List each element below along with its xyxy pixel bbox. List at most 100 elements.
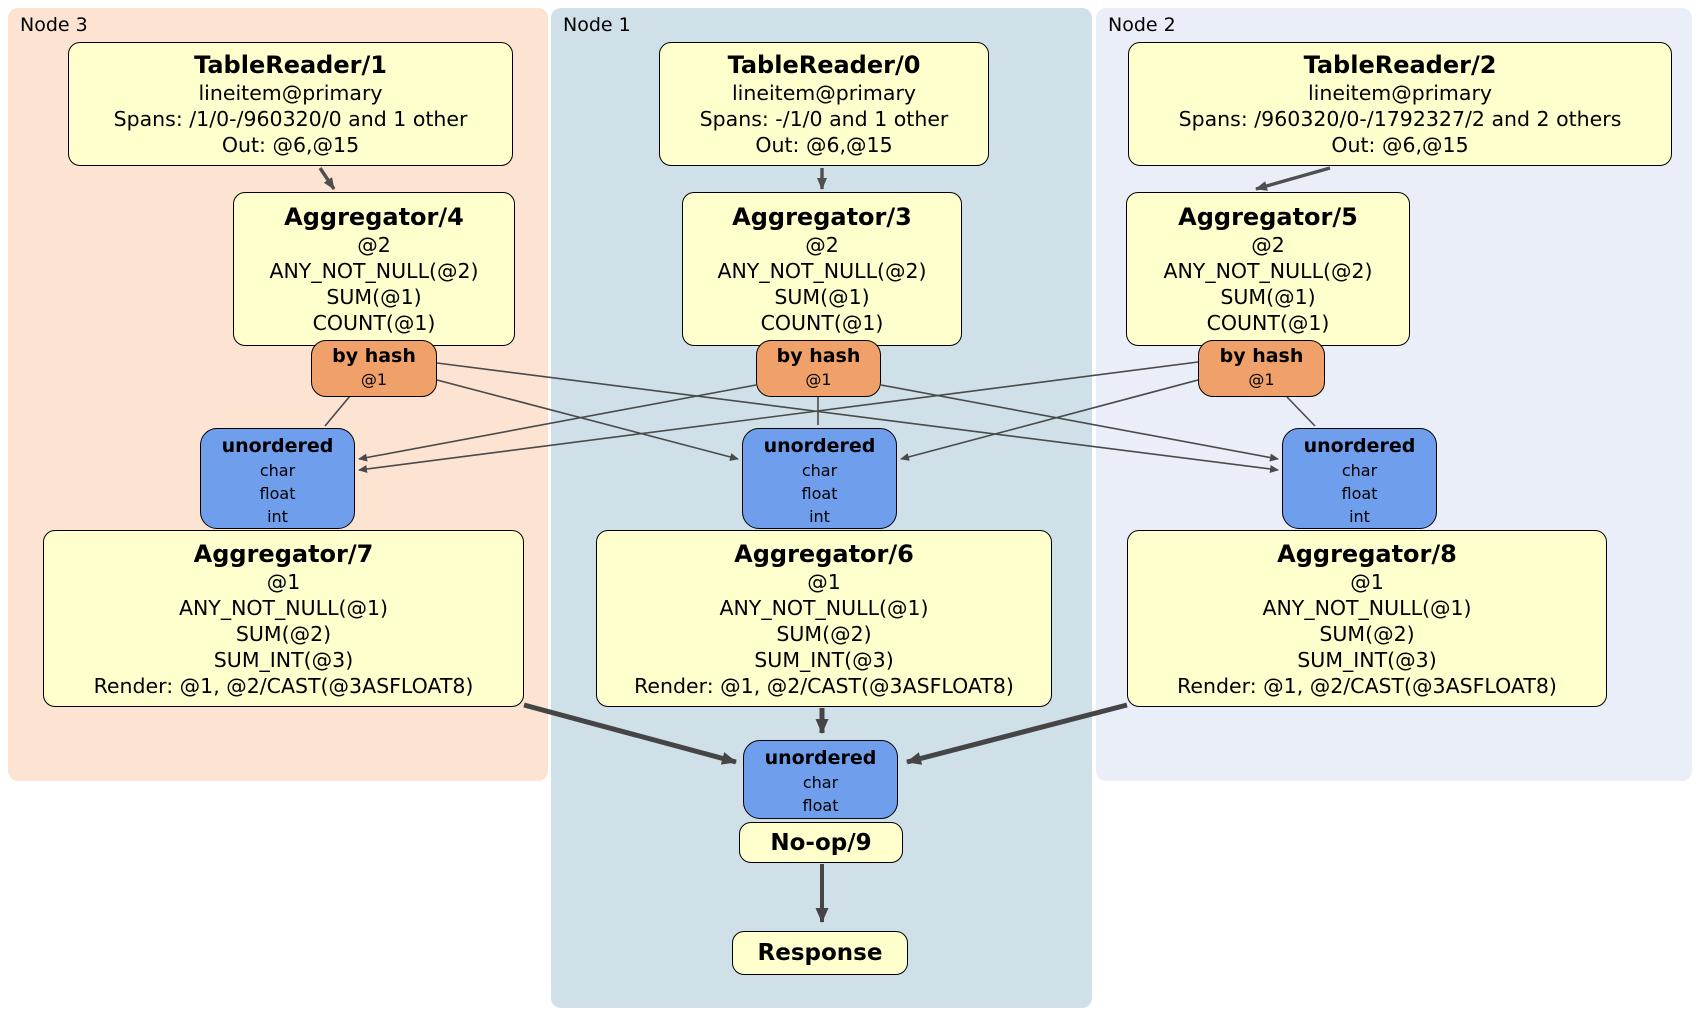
aggregator-3-box: Aggregator/3 @2 ANY_NOT_NULL(@2) SUM(@1)…	[682, 192, 962, 346]
box-title: Aggregator/6	[734, 539, 914, 568]
box-line: @1	[807, 569, 841, 594]
box-line: SUM(@2)	[235, 621, 332, 646]
node3-label: Node 3	[20, 14, 88, 36]
edge-aggregator8-finalsync	[906, 702, 1128, 765]
box-line: Render: @1, @2/CAST(@3ASFLOAT8)	[1177, 673, 1557, 698]
box-line: Spans: -/1/0 and 1 other	[699, 107, 949, 131]
box-title: Aggregator/7	[193, 539, 374, 568]
response-box: Response	[732, 931, 908, 975]
box-title: Aggregator/4	[284, 203, 464, 231]
sync-title: unordered	[764, 747, 877, 769]
node2-label: Node 2	[1108, 14, 1176, 36]
box-line: lineitem@primary	[1307, 81, 1493, 105]
edge-router4-sync6	[436, 379, 739, 461]
edge-router5-sync6	[900, 379, 1199, 461]
box-line: Out: @6,@15	[221, 133, 360, 157]
box-title: No-op/9	[770, 829, 872, 856]
edge-router3-sync8	[880, 384, 1279, 462]
box-line: COUNT(@1)	[1206, 311, 1330, 335]
box-title: Aggregator/8	[1277, 539, 1457, 568]
sync-line: float	[801, 484, 838, 503]
aggregator-8-box: Aggregator/8 @1 ANY_NOT_NULL(@1) SUM(@2)…	[1127, 530, 1607, 707]
box-line: ANY_NOT_NULL(@1)	[1262, 595, 1472, 620]
aggregator-5-box: Aggregator/5 @2 ANY_NOT_NULL(@2) SUM(@1)…	[1126, 192, 1410, 346]
box-line: lineitem@primary	[731, 81, 917, 105]
box-line: ANY_NOT_NULL(@2)	[269, 259, 479, 283]
box-line: lineitem@primary	[198, 81, 383, 105]
box-line: SUM(@1)	[1220, 285, 1316, 309]
box-line: SUM_INT(@3)	[1297, 647, 1437, 672]
edge-router4-sync8	[436, 362, 1279, 473]
tablereader-0-box: TableReader/0 lineitem@primary Spans: -/…	[659, 42, 989, 166]
router-columns: @1	[360, 370, 388, 389]
aggregator-4-box: Aggregator/4 @2 ANY_NOT_NULL(@2) SUM(@1)…	[233, 192, 515, 346]
noop-9-box: No-op/9	[739, 822, 903, 863]
unordered-sync-8: unordered char float int	[1282, 428, 1437, 529]
box-line: ANY_NOT_NULL(@1)	[719, 595, 929, 620]
sync-line: int	[809, 507, 830, 526]
box-line: Spans: /1/0-/960320/0 and 1 other	[113, 107, 468, 131]
box-line: SUM(@1)	[774, 285, 870, 309]
sync-line: float	[802, 796, 839, 815]
box-title: Aggregator/5	[1178, 203, 1358, 231]
router-title: by hash	[1219, 345, 1304, 367]
hash-router-3: by hash @1	[756, 340, 881, 397]
box-line: ANY_NOT_NULL(@2)	[1163, 259, 1373, 283]
box-title: Response	[757, 940, 883, 966]
edge-router5-sync8	[1286, 396, 1316, 427]
unordered-sync-7: unordered char float int	[200, 428, 355, 529]
edge-tablereader2-aggregator5	[1255, 166, 1331, 191]
sync-line: char	[1341, 461, 1378, 480]
box-line: @1	[1350, 569, 1384, 594]
aggregator-7-box: Aggregator/7 @1 ANY_NOT_NULL(@1) SUM(@2)…	[43, 530, 524, 707]
box-line: Out: @6,@15	[1331, 133, 1469, 157]
box-line: @1	[266, 569, 301, 594]
box-line: Out: @6,@15	[755, 133, 893, 157]
sync-line: char	[259, 461, 296, 480]
sync-line: int	[1349, 507, 1370, 526]
box-line: SUM(@1)	[326, 285, 422, 309]
box-line: @2	[805, 233, 839, 257]
hash-router-5: by hash @1	[1198, 340, 1325, 397]
edge-router5-sync7	[358, 361, 1199, 473]
box-line: SUM_INT(@3)	[213, 647, 354, 672]
edge-router3-sync7	[358, 384, 757, 462]
sync-title: unordered	[1303, 435, 1416, 457]
router-title: by hash	[332, 345, 416, 367]
box-line: Render: @1, @2/CAST(@3ASFLOAT8)	[93, 673, 474, 698]
edge-tablereader1-aggregator4	[318, 167, 336, 190]
box-line: SUM(@2)	[776, 621, 872, 646]
tablereader-1-box: TableReader/1 lineitem@primary Spans: /1…	[68, 42, 513, 166]
box-line: SUM_INT(@3)	[754, 647, 894, 672]
box-title: TableReader/0	[727, 51, 921, 79]
box-line: COUNT(@1)	[312, 311, 436, 335]
sync-line: int	[267, 507, 288, 526]
router-columns: @1	[805, 370, 832, 389]
edge-router4-sync7	[324, 395, 351, 427]
sync-line: float	[1341, 484, 1378, 503]
sync-title: unordered	[763, 435, 876, 457]
unordered-sync-6: unordered char float int	[742, 428, 897, 529]
box-line: SUM(@2)	[1319, 621, 1415, 646]
edge-aggregator7-finalsync	[523, 702, 737, 765]
hash-router-4: by hash @1	[311, 340, 437, 397]
node1-label: Node 1	[563, 14, 631, 36]
box-line: ANY_NOT_NULL(@1)	[178, 595, 389, 620]
aggregator-6-box: Aggregator/6 @1 ANY_NOT_NULL(@1) SUM(@2)…	[596, 530, 1052, 707]
box-line: ANY_NOT_NULL(@2)	[717, 259, 927, 283]
router-columns: @1	[1248, 370, 1275, 389]
box-title: TableReader/2	[1303, 51, 1497, 79]
box-line: COUNT(@1)	[760, 311, 884, 335]
box-line: @2	[357, 233, 391, 257]
box-title: TableReader/1	[194, 51, 387, 79]
box-line: Render: @1, @2/CAST(@3ASFLOAT8)	[634, 673, 1014, 698]
sync-title: unordered	[221, 435, 334, 457]
sync-line: char	[802, 773, 839, 792]
sync-line: char	[801, 461, 838, 480]
box-line: Spans: /960320/0-/1792327/2 and 2 others	[1178, 107, 1622, 131]
box-title: Aggregator/3	[732, 203, 912, 231]
box-line: @2	[1251, 233, 1285, 257]
sync-line: float	[259, 484, 296, 503]
